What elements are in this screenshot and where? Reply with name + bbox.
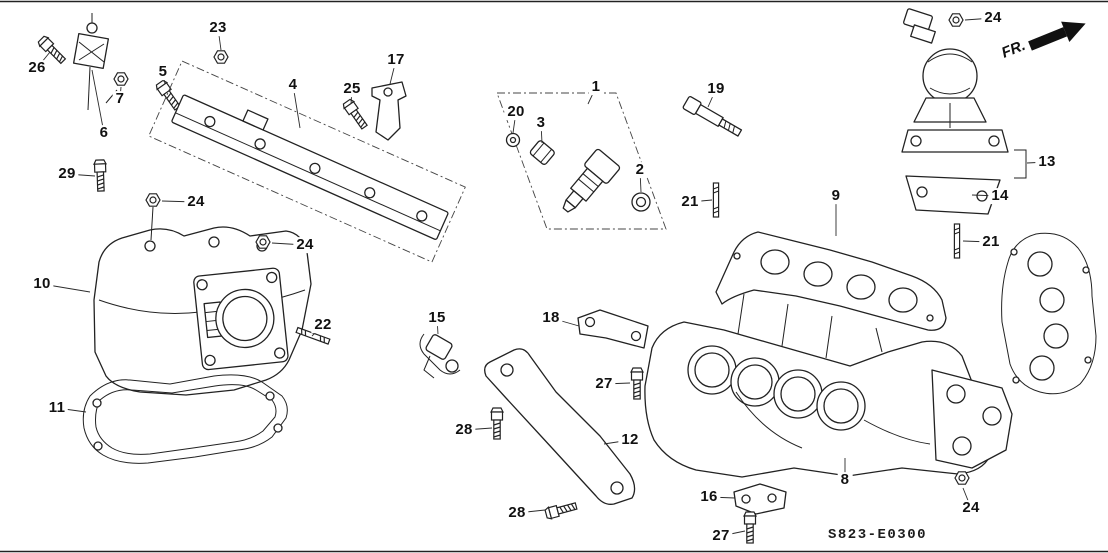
fuel-rail xyxy=(148,60,466,263)
callout-label: 24 xyxy=(293,237,317,253)
callout-label: 24 xyxy=(981,10,1005,26)
callout-label: 28 xyxy=(505,505,529,521)
clamp-15 xyxy=(419,333,461,379)
callout-label: 17 xyxy=(384,52,408,68)
callout-label: 20 xyxy=(504,104,528,120)
bracket-16 xyxy=(733,483,787,515)
callout-label: 29 xyxy=(55,166,79,182)
callout-label: 10 xyxy=(30,276,54,292)
fuel-injector xyxy=(562,148,621,213)
bracket-18 xyxy=(577,309,649,349)
fr-arrow xyxy=(1028,21,1086,51)
callout-label: 23 xyxy=(206,20,230,36)
oring-2 xyxy=(631,192,651,212)
callout-label: 8 xyxy=(837,472,853,488)
callout-label: 16 xyxy=(697,489,721,505)
manifold-gasket-9 xyxy=(715,231,947,331)
callout-label: 7 xyxy=(112,91,128,107)
callout-label: 27 xyxy=(709,528,733,544)
callout-label: 28 xyxy=(452,422,476,438)
callout-label: 11 xyxy=(45,400,69,416)
callout-label: 21 xyxy=(979,234,1003,250)
callout-label: 15 xyxy=(425,310,449,326)
callout-label: 14 xyxy=(988,188,1012,204)
injector-assembly xyxy=(496,92,667,230)
sensor-19 xyxy=(682,96,743,137)
cover-gasket-11 xyxy=(82,374,288,464)
egr-valve xyxy=(901,8,1027,179)
intake-manifold xyxy=(644,293,994,478)
end-gasket xyxy=(1001,232,1097,395)
callout-label: 13 xyxy=(1035,154,1059,170)
callout-label: 3 xyxy=(533,115,549,131)
callout-label: 6 xyxy=(96,125,112,141)
callout-label: 25 xyxy=(340,81,364,97)
callout-label: 18 xyxy=(539,310,563,326)
callout-label: 4 xyxy=(285,77,301,93)
diagram-code: S823-E0300 xyxy=(828,527,928,543)
callout-label: 26 xyxy=(25,60,49,76)
callout-label: 27 xyxy=(592,376,616,392)
callout-label: 1 xyxy=(588,79,604,95)
filter-3 xyxy=(529,140,555,165)
callout-label: 24 xyxy=(959,500,983,516)
throttle-body xyxy=(193,267,289,371)
callout-label: 19 xyxy=(704,81,728,97)
callout-label: 9 xyxy=(828,188,844,204)
callout-label: 12 xyxy=(618,432,642,448)
washer-20 xyxy=(505,132,521,148)
callout-label: 22 xyxy=(311,317,335,333)
regulator-bracket xyxy=(72,13,118,111)
callout-label: 2 xyxy=(632,162,648,178)
bracket-17 xyxy=(371,81,407,141)
callout-label: 21 xyxy=(678,194,702,210)
manifold-flange xyxy=(931,369,1013,469)
callout-label: 24 xyxy=(184,194,208,210)
callout-label: 5 xyxy=(155,64,171,80)
stay-12 xyxy=(484,348,636,505)
